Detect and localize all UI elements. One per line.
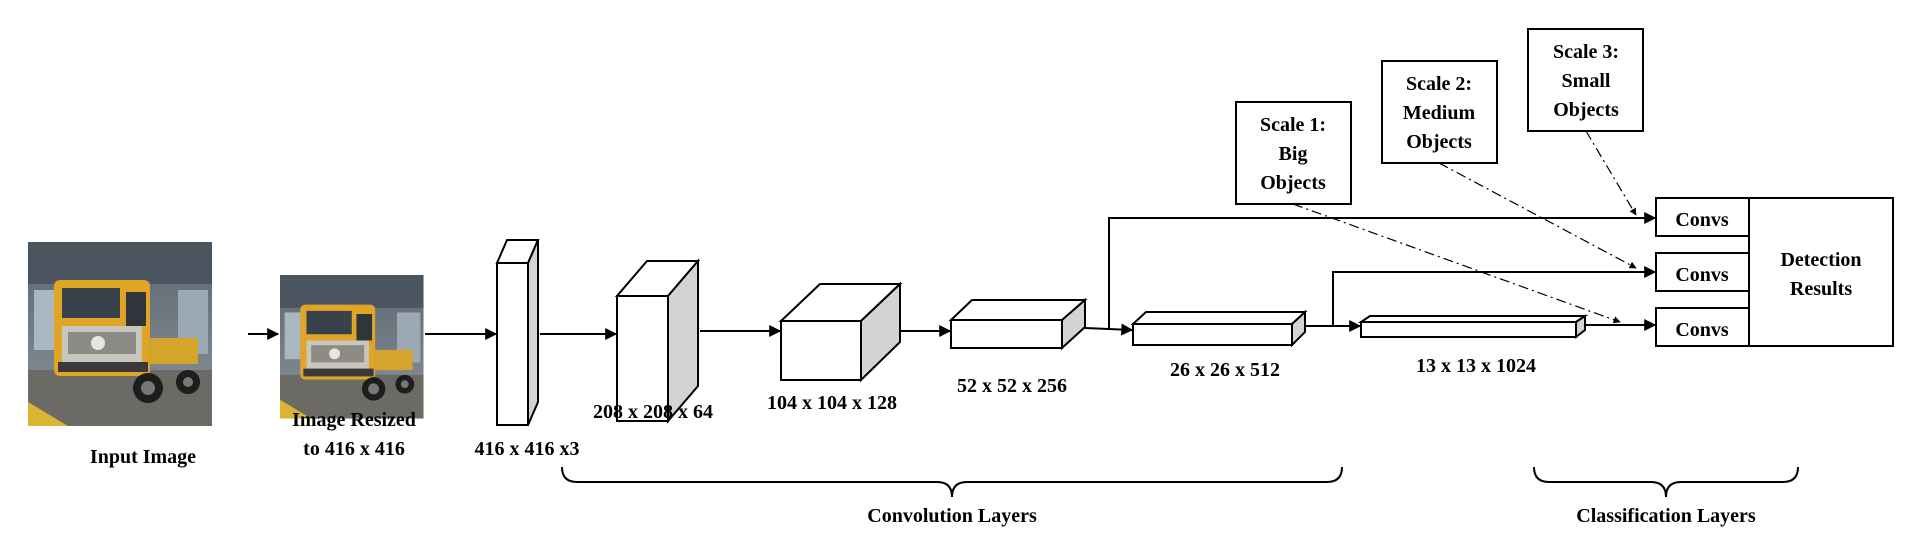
conv5-label: 13 x 13 x 1024 [1416,355,1536,377]
resized-image-label-line1: Image Resized [292,409,416,431]
scale3-line3: Objects [1553,99,1619,121]
input-tensor-label: 416 x 416 x3 [475,438,580,460]
conv3-block [948,297,1088,351]
scale2-box [1381,60,1498,164]
classification-layers-label: Classification Layers [1576,505,1756,527]
scale3-box [1527,28,1644,132]
branch-to-convs1 [1108,212,1657,328]
scale1-line2: Big [1279,143,1308,165]
conv4-block [1130,309,1308,348]
conv5-block [1357,314,1589,340]
classification-brace [1533,466,1799,498]
convs-label-3: Convs [1675,319,1729,341]
arrow-conv3-to-conv4 [1084,323,1134,336]
convolution-brace [561,466,1343,498]
detection-results-line1: Detection [1780,249,1861,271]
scale1-line1: Scale 1: [1260,114,1326,136]
input-image [28,242,212,426]
convs-box-2 [1655,252,1750,292]
conv2-label: 104 x 104 x 128 [767,392,897,414]
scale2-line3: Objects [1406,131,1472,153]
scale1-pointer [1292,203,1621,324]
branch-to-convs2 [1332,266,1657,326]
scale2-line2: Medium [1403,102,1476,124]
convs-label-1: Convs [1675,209,1729,231]
scale3-line2: Small [1562,70,1611,92]
conv2-block [778,281,903,383]
scale2-pointer [1438,162,1637,269]
scale1-box [1235,101,1352,205]
input-tensor-block [495,239,540,426]
detection-results-line2: Results [1790,278,1852,300]
scale3-line1: Scale 3: [1553,41,1619,63]
scale2-line1: Scale 2: [1406,73,1472,95]
conv4-label: 26 x 26 x 512 [1170,359,1280,381]
convs-label-2: Convs [1675,264,1729,286]
resized-image [280,275,424,419]
convolution-layers-label: Convolution Layers [867,505,1037,527]
input-image-label: Input Image [90,446,196,468]
detection-results-box [1748,197,1894,347]
resized-image-label-line2: to 416 x 416 [303,438,405,460]
conv1-block [614,258,701,424]
scale1-line3: Objects [1260,172,1326,194]
conv1-label: 208 x 208 x 64 [593,401,713,423]
scale3-pointer [1585,130,1637,216]
conv3-label: 52 x 52 x 256 [957,375,1067,397]
